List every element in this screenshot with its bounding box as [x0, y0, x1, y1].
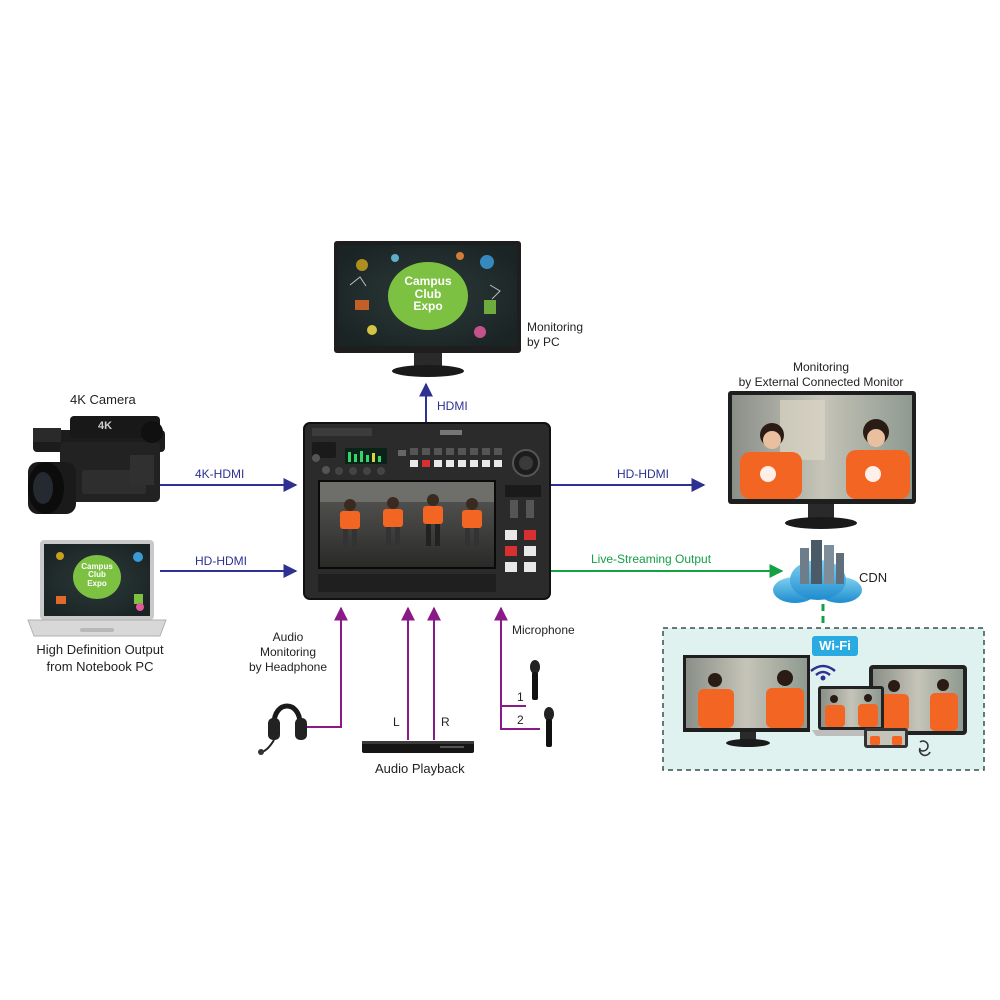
ext-monitor-label-line2: by External Connected Monitor: [738, 375, 904, 389]
switcher-presenters: [340, 494, 482, 547]
headphone-label-line1: Audio: [272, 630, 304, 644]
wifi-area: [662, 627, 985, 771]
pc-campus-line1: Campus: [404, 274, 452, 288]
camera-4k-badge: 4K: [98, 420, 113, 432]
rotate-icon: [918, 740, 931, 757]
audio-connections: [304, 606, 540, 740]
headphone: [258, 703, 307, 755]
right-channel-label: R: [441, 715, 450, 729]
headphone-label: Audio Monitoring by Headphone: [240, 630, 336, 675]
nb-campus-line2: Club: [88, 570, 106, 580]
notebook-screen-text: Campus Club Expo: [77, 562, 117, 588]
nb-campus-line3: Expo: [87, 578, 107, 588]
wifi-badge: Wi-Fi: [812, 636, 858, 656]
nb-campus-line1: Campus: [81, 562, 113, 571]
streaming-connection-label: Live-Streaming Output: [591, 552, 712, 566]
ext-monitor-connection-label: HD-HDMI: [617, 467, 669, 481]
pc-campus-line3: Expo: [413, 299, 443, 314]
cdn-cloud: [773, 540, 862, 603]
camera-connection-label: 4K-HDMI: [195, 467, 245, 481]
audio-playback-label: Audio Playback: [375, 761, 465, 776]
ext-monitor-label-line1: Monitoring: [792, 360, 850, 374]
mic-2-label: 2: [517, 713, 524, 727]
ext-monitor-label: Monitoring by External Connected Monitor: [718, 360, 924, 390]
microphone-label: Microphone: [512, 623, 575, 637]
campus-blob: [388, 262, 468, 330]
pc-monitor: [334, 241, 521, 377]
mic-2-line: [500, 700, 540, 730]
notebook-label-line2: from Notebook PC: [46, 659, 154, 674]
pc-monitor-label-line1: Monitoring: [527, 320, 584, 334]
microphones: [530, 660, 554, 747]
notebook-label-line1: High Definition Output: [36, 642, 164, 657]
pc-campus-line2: Club: [414, 286, 442, 301]
campus-blob-notebook: [73, 555, 121, 599]
pc-monitor-screen-text: Campus Club Expo: [398, 275, 458, 313]
pc-monitor-label: Monitoring by PC: [527, 320, 583, 350]
camera-4k: [28, 416, 165, 514]
left-channel-label: L: [393, 715, 400, 729]
audio-playback-device: [362, 741, 474, 753]
mic-1-label: 1: [517, 690, 524, 704]
camera-label: 4K Camera: [70, 392, 136, 407]
pc-monitor-connection-label: HDMI: [437, 399, 468, 413]
notebook-pc: [27, 540, 167, 637]
pc-monitor-label-line2: by PC: [527, 335, 560, 349]
headphone-label-line2: Monitoring: [259, 645, 317, 659]
headphone-line: [304, 606, 348, 728]
external-monitor: [728, 391, 916, 529]
cdn-label: CDN: [859, 570, 888, 585]
video-connections: [160, 382, 706, 578]
headphone-label-line3: by Headphone: [248, 660, 328, 674]
chalk-doodles: [349, 252, 501, 338]
streaming-switcher: [303, 422, 551, 600]
notebook-connection-label: HD-HDMI: [195, 554, 247, 568]
notebook-label: High Definition Output from Notebook PC: [20, 641, 180, 675]
